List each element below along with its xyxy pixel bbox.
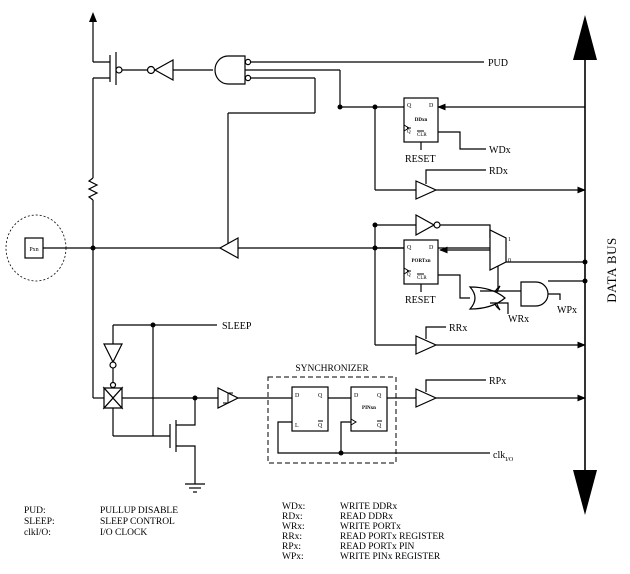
legend-left-desc-2: I/O CLOCK [100, 528, 147, 538]
port-name-label: PORTxn [412, 259, 431, 264]
pin-label: Pxn [29, 247, 38, 253]
rdx-label: RDx [489, 166, 508, 177]
port-d-label: D [429, 245, 434, 251]
sync1-q-label: Q [318, 393, 323, 399]
data-bus-arrow-up-icon [573, 15, 597, 60]
mux-in0-label: 0 [508, 258, 511, 264]
ddr-section: Q D DDxn Q CLR [227, 70, 586, 248]
pud-inverter [146, 58, 174, 82]
legend-left-abbr-0: PUD: [24, 506, 46, 516]
sleep-nmos-transistor [169, 398, 196, 484]
legend-right-desc-0: WRITE DDRx [340, 502, 398, 512]
legend-left-desc-0: PULLUP DISABLE [100, 506, 178, 516]
clk-io-label: clkI/O [493, 450, 514, 463]
synchronizer-box [267, 376, 397, 464]
sync1-l-label: L [295, 423, 299, 429]
pud-label: PUD [488, 58, 508, 69]
synchronizer-section: D Q L Q D Q PINxn Q [267, 376, 490, 464]
port-clock-or-gate [468, 286, 506, 310]
pullup-pmos-transistor [93, 52, 123, 85]
legend-left: PUD: PULLUP DISABLE SLEEP: SLEEP CONTROL… [24, 506, 178, 538]
input-transmission-gate [102, 381, 124, 410]
legend-right-abbr-3: RRx: [282, 532, 302, 542]
ddr-reset-label: RESET [405, 154, 436, 165]
schmitt-trigger-buffer [217, 387, 240, 409]
legend-right-abbr-2: WRx: [282, 522, 305, 532]
port-feedback-inverter [415, 213, 436, 237]
legend-right-abbr-5: WPx: [282, 552, 304, 562]
sync1-qbar-label: Q [318, 423, 323, 429]
rpx-label: RPx [489, 376, 506, 387]
ddr-d-label: D [429, 103, 434, 109]
port-qbar-label: Q [407, 273, 411, 278]
legend-right-desc-5: WRITE PINx REGISTER [340, 552, 441, 562]
data-bus-label: DATA BUS [604, 237, 619, 302]
wpx-label: WPx [557, 305, 577, 316]
output-driver-buffer [218, 236, 239, 260]
legend-left-abbr-1: SLEEP: [24, 517, 55, 527]
rpx-tristate-buffer [415, 388, 438, 408]
legend-right-desc-1: READ DDRx [340, 512, 393, 522]
port-section: 1 0 Q D PORTxn Q CLR [372, 213, 588, 345]
mux-in1-label: 1 [508, 237, 511, 243]
sync2-name-label: PINxn [362, 406, 376, 411]
port-q-label: Q [407, 245, 412, 251]
ground-icon [185, 483, 205, 493]
legend-left-abbr-2: clkI/O: [24, 528, 51, 538]
port-input-mux [489, 229, 507, 271]
sync2-q-label: Q [377, 393, 382, 399]
port-reset-label: RESET [405, 295, 436, 306]
ddr-q-label: Q [407, 103, 412, 109]
rrx-section [375, 326, 586, 355]
port-clr-label: CLR [417, 276, 427, 281]
legend-right-desc-2: WRITE PORTx [340, 522, 401, 532]
sync2-qbar-label: Q [377, 423, 382, 429]
pud-and-gate [214, 55, 252, 85]
legend-right-abbr-1: RDx: [282, 512, 303, 522]
legend-right-abbr-4: RPx: [282, 542, 301, 552]
pin-flipflop [350, 386, 388, 432]
data-bus-arrow-down-icon [573, 470, 597, 515]
data-bus: DATA BUS [573, 15, 619, 515]
vcc-arrow-icon [89, 12, 97, 22]
legend-left-desc-1: SLEEP CONTROL [100, 517, 175, 527]
wrx-label: WRx [508, 314, 529, 325]
pullup-resistor [87, 177, 99, 201]
legend-right-abbr-0: WDx: [282, 502, 305, 512]
legend-right-desc-3: READ PORTx REGISTER [340, 532, 445, 542]
ddr-qbar-label: Q [407, 130, 411, 135]
wdx-label: WDx [489, 145, 511, 156]
rrx-tristate-buffer [415, 335, 438, 355]
ddr-name-label: DDxn [415, 118, 428, 123]
sleep-section [92, 322, 292, 493]
sync2-d-label: D [354, 393, 359, 399]
sleep-inverter [103, 343, 123, 364]
rdx-tristate-buffer [415, 180, 438, 200]
port-flipflop [403, 239, 439, 285]
wpx-and-gate [520, 281, 549, 307]
synchronizer-label: SYNCHRONIZER [295, 364, 369, 374]
pullup-section [87, 12, 484, 247]
ddr-clr-label: CLR [417, 133, 427, 138]
sync-latch [291, 386, 329, 432]
rpx-section [415, 379, 586, 408]
sync1-d-label: D [295, 393, 300, 399]
rrx-label: RRx [449, 323, 467, 334]
legend-right: WDx: WRITE DDRx RDx: READ DDRx WRx: WRIT… [282, 502, 445, 562]
legend-right-desc-4: READ PORTx PIN [340, 542, 415, 552]
sleep-label: SLEEP [222, 321, 252, 332]
